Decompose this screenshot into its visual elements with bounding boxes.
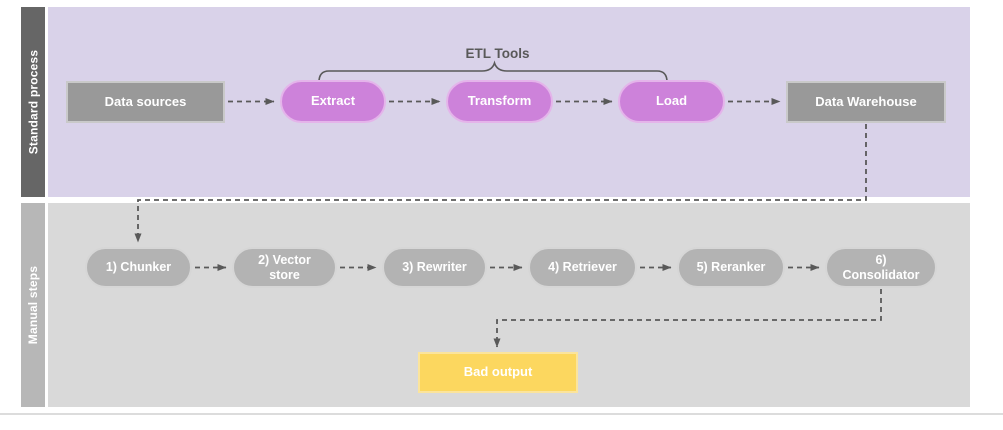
node-bad-output: Bad output <box>418 352 578 393</box>
lane-manual-steps-bar: Manual steps <box>21 203 45 407</box>
node-reranker: 5) Reranker <box>677 247 785 288</box>
node-rewriter: 3) Rewriter <box>382 247 487 288</box>
node-consolidator: 6) Consolidator <box>825 247 937 288</box>
lane-standard-process-bar: Standard process <box>21 7 45 197</box>
node-transform: Transform <box>446 80 553 123</box>
node-retriever: 4) Retriever <box>528 247 637 288</box>
node-chunker: 1) Chunker <box>85 247 192 288</box>
node-load: Load <box>618 80 725 123</box>
bottom-divider <box>0 413 1003 415</box>
lane-standard-process-label: Standard process <box>26 49 41 155</box>
node-extract: Extract <box>280 80 386 123</box>
node-data-sources: Data sources <box>66 81 225 123</box>
etl-tools-label: ETL Tools <box>465 46 530 61</box>
lane-manual-steps-label: Manual steps <box>26 265 41 345</box>
node-vector-store: 2) Vector store <box>232 247 337 288</box>
node-data-warehouse: Data Warehouse <box>786 81 946 123</box>
